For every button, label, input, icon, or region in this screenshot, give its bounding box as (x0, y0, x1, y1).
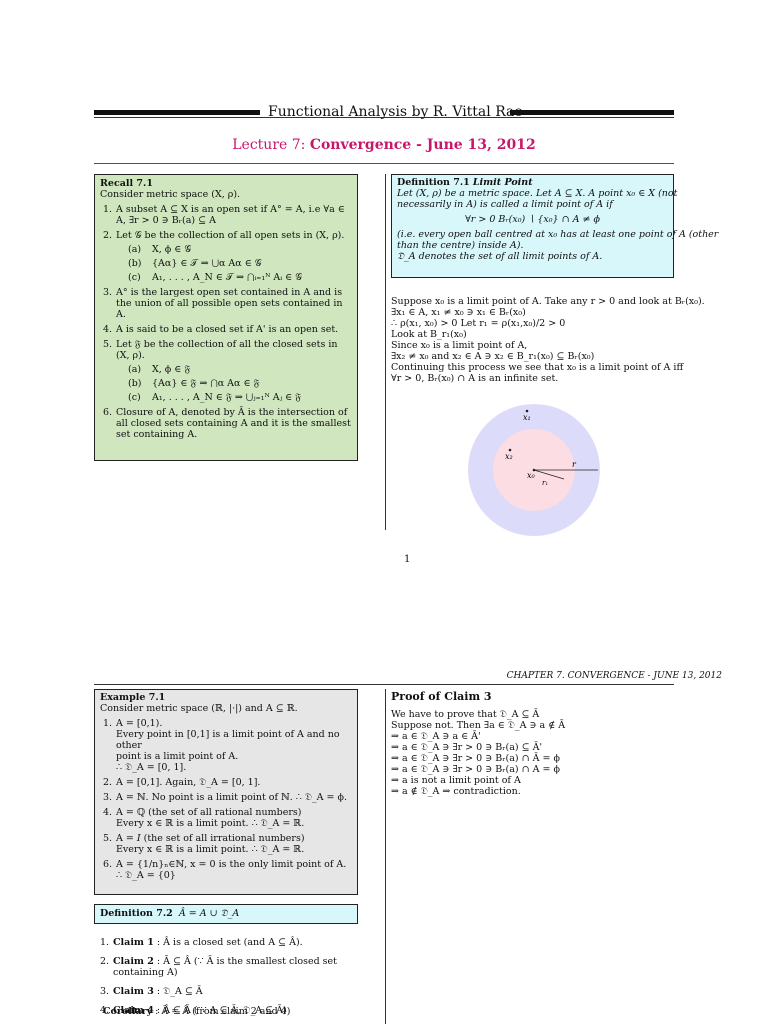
label-r1: r₁ (542, 479, 548, 487)
label-x0: x₀ (527, 471, 536, 480)
list-item: 3.A° is the largest open set contained i… (103, 287, 343, 320)
limit-point-explanation: Suppose x₀ is a limit point of A. Take a… (391, 296, 705, 384)
definition-72-title: Definition 7.2 (100, 908, 173, 919)
list-item: (c)A₁, . . . , A_N ∈ 𝔉 ⇒ ⋃ⱼ₌₁ᴺ Aⱼ ∈ 𝔉 (128, 392, 302, 403)
definition-name: Limit Point (472, 177, 533, 188)
text-line: ∴ ρ(x₁, x₀) > 0 Let r₁ = ρ(x₁,x₀)/2 > 0 (391, 318, 566, 329)
list-item: 1.Claim 1 : Â is a closed set (and A ⊆ Â… (100, 937, 303, 948)
lecture-title: Lecture 7: Convergence - June 13, 2012 (0, 137, 768, 153)
recall-sublist-open: (a)X, ϕ ∈ 𝒢 (b){Aα} ∈ 𝒯 ⇒ ⋃α Aα ∈ 𝒢 (c)A… (128, 244, 352, 283)
list-item: 4.A = ℚ (the set of all rational numbers… (103, 807, 305, 829)
list-item: 3.Claim 3 : 𝔇_A ⊆ Ā (100, 986, 203, 997)
label-x2: x₂ (505, 452, 513, 461)
recall-list: 1.A subset A ⊆ X is an open set if A° = … (100, 204, 352, 440)
proof-line: ⇒ a ∈ 𝔇_A ∋ ∃r > 0 ∋ Bᵣ(a) ⊆ Ā' (391, 742, 543, 753)
nested-balls-diagram: x₁ x₂ x₀ r r₁ (468, 404, 600, 536)
list-item: (b){Aα} ∈ 𝔉 ⇒ ⋂α Aα ∈ 𝔉 (128, 378, 260, 389)
proof-line: ⇒ a ∉ 𝔇_A ⇒ contradiction. (391, 786, 521, 797)
list-item: 1.A subset A ⊆ X is an open set if A° = … (103, 204, 345, 226)
example-title: Example 7.1 (100, 692, 166, 703)
proof-line: Suppose not. Then ∃a ∈ 𝔇_A ∋ a ∉ Ā (391, 720, 566, 731)
recall-box: Recall 7.1 Consider metric space (X, ρ).… (94, 174, 358, 461)
text-line: Since x₀ is a limit point of A, (391, 340, 528, 351)
recall-intro: Consider metric space (X, ρ). (100, 189, 241, 200)
proof-line: ⇒ a ∈ 𝔇_A ∋ ∃r > 0 ∋ Bᵣ(a) ∩ A = ϕ (391, 764, 560, 775)
list-item: 4.Claim 4 : Â ⊆ Ā ( ∵ A ⊆ Ā, 𝔇_A ⊆ Ā) (100, 1005, 287, 1016)
definition-formula: ∀r > 0 Bᵣ(x₀) ∖ {x₀} ∩ A ≠ ϕ (465, 214, 600, 225)
proof-line: ⇒ a is not a limit point of A (391, 775, 521, 786)
radius-r1-line (533, 469, 565, 480)
lecture-rule (94, 163, 674, 164)
list-item: 5.Let 𝔉 be the collection of all the clo… (100, 339, 352, 403)
proof-title: Proof of Claim 3 (391, 690, 492, 703)
label-r: r (572, 460, 577, 469)
list-item: 5.A = 𝐼 (the set of all irrational numbe… (103, 833, 305, 855)
text-line: Suppose x₀ is a limit point of A. Take a… (391, 296, 705, 307)
example-7-1-box: Example 7.1 Consider metric space (ℝ, |·… (94, 689, 358, 895)
header-bar-left (94, 110, 260, 115)
definition-text: (i.e. every open ball centred at x₀ has … (397, 229, 719, 240)
chapter-rule (94, 684, 674, 685)
text-line: Continuing this process we see that x₀ i… (391, 362, 684, 373)
text-line: ∃x₁ ∈ A, x₁ ≠ x₀ ∋ x₁ ∈ Bᵣ(x₀) (391, 307, 526, 318)
column-divider (385, 174, 386, 530)
header-bar-right (510, 110, 674, 115)
definition-text: necessarily in A) is called a limit poin… (397, 199, 613, 210)
claims-list: 1.Claim 1 : Â is a closed set (and A ⊆ Â… (97, 929, 382, 1024)
lecture-prefix: Lecture 7: (232, 137, 306, 153)
lecture-name: Convergence - June 13, 2012 (309, 137, 536, 153)
list-item: 4.A is said to be a closed set if A' is … (103, 324, 339, 335)
page-number: 1 (404, 554, 411, 565)
list-item: (c)A₁, . . . , A_N ∈ 𝒯 ⇒ ⋂ᵢ₌₁ᴺ Aᵢ ∈ 𝒢 (128, 272, 302, 283)
list-item: 3.A = ℕ. No point is a limit point of ℕ.… (103, 792, 347, 803)
definition-text: Let (X, ρ) be a metric space. Let A ⊆ X.… (397, 188, 678, 199)
list-item: (b){Aα} ∈ 𝒯 ⇒ ⋃α Aα ∈ 𝒢 (128, 258, 262, 269)
list-item: 2.Claim 2 : Ā ⊆ Â (∵ Ā is the smallest c… (100, 956, 337, 978)
recall-title: Recall 7.1 (100, 178, 153, 189)
definition-text: 𝔇_A denotes the set of all limit points … (397, 251, 603, 262)
column-divider-2 (385, 689, 386, 1024)
example-intro: Consider metric space (ℝ, |·|) and A ⊆ ℝ… (100, 703, 298, 714)
list-item: 1. A = [0,1).Every point in [0,1] is a l… (103, 718, 340, 773)
header-title: Functional Analysis by R. Vittal Rao (268, 104, 523, 120)
proof-line: ⇒ a ∈ 𝔇_A ∋ ∃r > 0 ∋ Bᵣ(a) ∩ Ā = ϕ (391, 753, 560, 764)
proof-line: ⇒ a ∈ 𝔇_A ∋ a ∈ Ā' (391, 731, 481, 742)
definition-7-1-box: Definition 7.1 Limit Point Let (X, ρ) be… (391, 174, 719, 278)
point-x2 (508, 448, 512, 452)
proof-claim-3: Proof of Claim 3 We have to prove that 𝔇… (391, 690, 671, 797)
label-x1: x₁ (523, 413, 531, 422)
list-item: (a)X, ϕ ∈ 𝔉 (128, 364, 191, 375)
list-item: 6.Closure of A, denoted by Ā is the inte… (103, 407, 351, 440)
chapter-header: CHAPTER 7. CONVERGENCE - JUNE 13, 2012 (506, 671, 722, 681)
point-x0 (532, 468, 536, 472)
definition-text: than the centre) inside A). (397, 240, 524, 251)
list-item: 2.Let 𝒢 be the collection of all open se… (100, 230, 352, 283)
list-item: 2.A = [0,1]. Again, 𝔇_A = [0, 1]. (103, 777, 261, 788)
definition-7-2-box: Definition 7.2 Â = A ∪ 𝔇_A (94, 904, 358, 924)
text-line: ∀r > 0, Bᵣ(x₀) ∩ A is an infinite set. (391, 373, 559, 384)
proof-line: We have to prove that 𝔇_A ⊆ Ā (391, 709, 540, 720)
recall-sublist-closed: (a)X, ϕ ∈ 𝔉 (b){Aα} ∈ 𝔉 ⇒ ⋂α Aα ∈ 𝔉 (c)A… (128, 364, 352, 403)
text-line: ∃x₂ ≠ x₀ and x₂ ∈ A ∋ x₂ ∈ B_r₁(x₀) ⊆ Bᵣ… (391, 351, 595, 362)
list-item: 6.A = {1/n}ₙ∈ℕ, x = 0 is the only limit … (103, 859, 347, 881)
definition-title: Definition 7.1 (397, 177, 470, 188)
definition-72-formula: Â = A ∪ 𝔇_A (178, 908, 240, 919)
list-item: (a)X, ϕ ∈ 𝒢 (128, 244, 192, 255)
header-rule (94, 117, 674, 118)
point-x1 (525, 409, 529, 413)
text-line: Look at B_r₁(x₀) (391, 329, 467, 340)
example-list: 1. A = [0,1).Every point in [0,1] is a l… (100, 718, 352, 881)
corollary: Corollary : Ā = Â (from claim 2 and 4) (103, 1006, 291, 1017)
